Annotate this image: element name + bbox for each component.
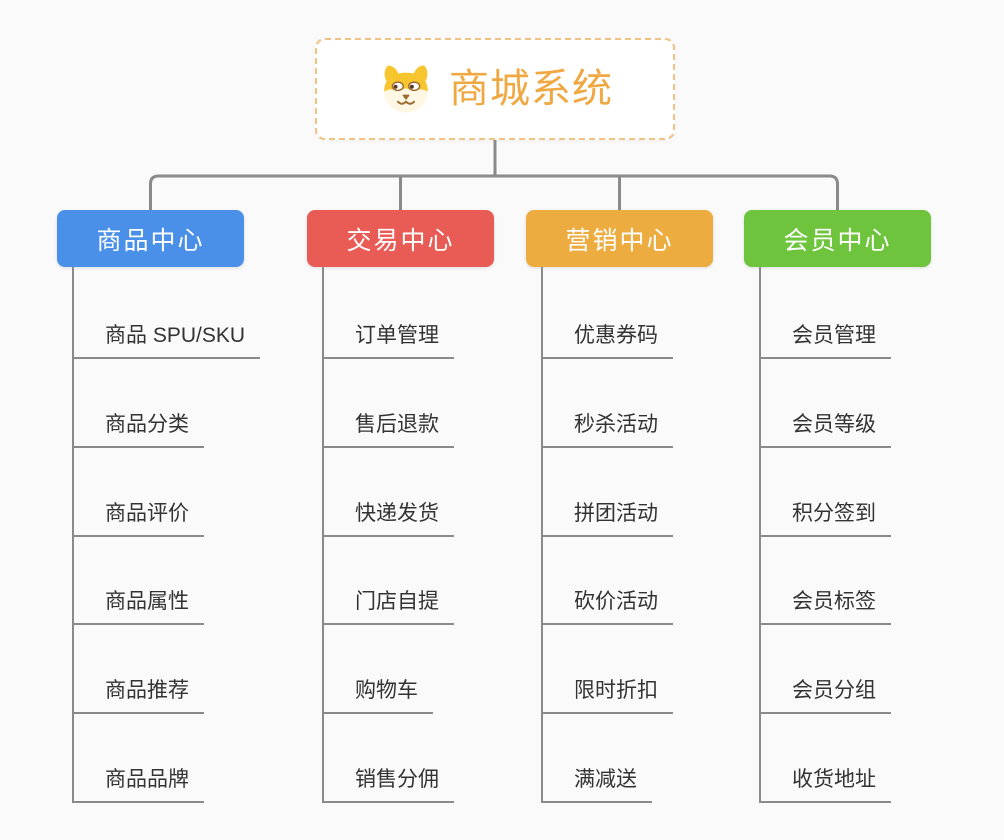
leaf-topic[interactable]: 商品分类 xyxy=(72,408,204,448)
branch-trade-center: 交易中心 订单管理 售后退款 快递发货 门店自提 购物车 销售分佣 xyxy=(307,210,557,810)
leaf-topic[interactable]: 商品属性 xyxy=(72,585,204,625)
leaf-topic[interactable]: 收货地址 xyxy=(759,763,891,803)
leaf-topic[interactable]: 门店自提 xyxy=(322,585,454,625)
leaf-topic[interactable]: 秒杀活动 xyxy=(541,408,673,448)
leaf-topic[interactable]: 购物车 xyxy=(322,674,433,714)
branch-trunk-line xyxy=(72,267,74,801)
leaf-topic[interactable]: 会员标签 xyxy=(759,585,891,625)
leaf-topic[interactable]: 砍价活动 xyxy=(541,585,673,625)
root-node[interactable]: 商城系统 xyxy=(315,38,675,140)
leaf-topic[interactable]: 拼团活动 xyxy=(541,497,673,537)
leaf-topic[interactable]: 商品推荐 xyxy=(72,674,204,714)
branch-trunk-line xyxy=(759,267,761,801)
branch-children: 订单管理 售后退款 快递发货 门店自提 购物车 销售分佣 xyxy=(307,210,557,810)
leaf-topic[interactable]: 会员管理 xyxy=(759,319,891,359)
branch-children: 会员管理 会员等级 积分签到 会员标签 会员分组 收货地址 xyxy=(744,210,994,810)
leaf-topic[interactable]: 优惠券码 xyxy=(541,319,673,359)
branch-product-center: 商品中心 商品 SPU/SKU 商品分类 商品评价 商品属性 商品推荐 商品品牌 xyxy=(57,210,307,810)
branch-header-trade-center[interactable]: 交易中心 xyxy=(307,210,494,267)
branch-header-marketing-center[interactable]: 营销中心 xyxy=(526,210,713,267)
leaf-topic[interactable]: 快递发货 xyxy=(322,497,454,537)
leaf-topic[interactable]: 满减送 xyxy=(541,763,652,803)
root-title: 商城系统 xyxy=(449,67,613,111)
branch-trunk-line xyxy=(322,267,324,801)
branch-children: 优惠券码 秒杀活动 拼团活动 砍价活动 限时折扣 满减送 xyxy=(526,210,776,810)
shiba-dog-icon xyxy=(384,65,428,113)
leaf-topic[interactable]: 会员等级 xyxy=(759,408,891,448)
leaf-topic[interactable]: 商品 SPU/SKU xyxy=(72,319,261,359)
leaf-topic[interactable]: 限时折扣 xyxy=(541,674,673,714)
leaf-topic[interactable]: 积分签到 xyxy=(759,497,891,537)
branch-member-center: 会员中心 会员管理 会员等级 积分签到 会员标签 会员分组 收货地址 xyxy=(744,210,994,810)
leaf-topic[interactable]: 会员分组 xyxy=(759,674,891,714)
leaf-topic[interactable]: 订单管理 xyxy=(322,319,454,359)
leaf-topic[interactable]: 商品品牌 xyxy=(72,763,204,803)
leaf-topic[interactable]: 商品评价 xyxy=(72,497,204,537)
branch-trunk-line xyxy=(541,267,543,801)
branch-header-member-center[interactable]: 会员中心 xyxy=(744,210,931,267)
leaf-topic[interactable]: 销售分佣 xyxy=(322,763,454,803)
branch-children: 商品 SPU/SKU 商品分类 商品评价 商品属性 商品推荐 商品品牌 xyxy=(57,210,307,810)
branch-header-product-center[interactable]: 商品中心 xyxy=(57,210,244,267)
leaf-topic[interactable]: 售后退款 xyxy=(322,408,454,448)
branch-marketing-center: 营销中心 优惠券码 秒杀活动 拼团活动 砍价活动 限时折扣 满减送 xyxy=(526,210,776,810)
